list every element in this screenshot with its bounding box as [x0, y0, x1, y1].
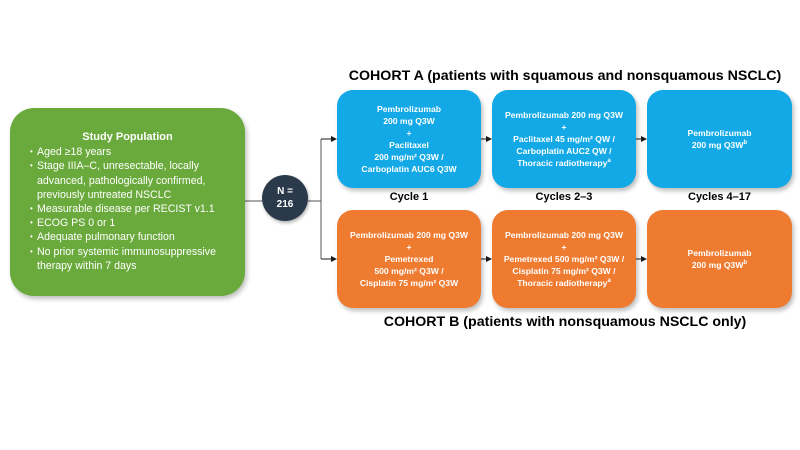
- study-population-title: Study Population: [82, 131, 173, 143]
- regimen-text: 200 mg Q3W: [691, 140, 744, 150]
- criteria-item: Measurable disease per RECIST v1.1: [30, 202, 232, 216]
- footnote-marker: b: [743, 140, 748, 147]
- cohort-b-title: COHORT B (patients with nonsquamous NSCL…: [383, 314, 747, 330]
- cohort-a-cycle2-3-box: Pembrolizumab 200 mg Q3W + Paclitaxel 45…: [492, 90, 636, 188]
- cycle-label-2-3: Cycles 2–3: [535, 191, 593, 203]
- cohort-a-title: COHORT A (patients with squamous and non…: [348, 68, 782, 84]
- cohort-a-cycle4-17-box: Pembrolizumab 200 mg Q3Wb: [647, 90, 792, 188]
- cohort-a-cycle1-box: Pembrolizumab 200 mg Q3W + Paclitaxel 20…: [337, 90, 481, 188]
- regimen-line: Pembrolizumab: [687, 128, 752, 138]
- regimen-line: Pembrolizumab: [377, 104, 441, 114]
- study-population-box: Study Population Aged ≥18 years Stage II…: [10, 108, 245, 296]
- regimen-text: Thoracic radiotherapy: [517, 158, 608, 168]
- regimen-line: Pembrolizumab 200 mg Q3W: [350, 230, 468, 240]
- enrollment-label: N =: [277, 186, 293, 197]
- regimen-line: Carboplatin AUC6 Q3W: [361, 164, 457, 174]
- criteria-item: Stage IIIA–C, unresectable, locally adva…: [30, 159, 227, 202]
- regimen-text: Thoracic radiotherapy: [517, 278, 608, 288]
- criteria-item: Adequate pulmonary function: [30, 230, 232, 244]
- regimen-line: 200 mg/m² Q3W /: [374, 152, 444, 162]
- regimen-text: 200 mg Q3W: [691, 260, 744, 270]
- regimen-line: Pembrolizumab 200 mg Q3W: [505, 110, 623, 120]
- regimen-line: +: [561, 242, 567, 252]
- regimen-line: Pembrolizumab 200 mg Q3W: [505, 230, 623, 240]
- cycle-label-4-17: Cycles 4–17: [688, 191, 751, 203]
- enrollment-value: 216: [276, 199, 294, 210]
- regimen-line: Thoracic radiotherapya: [517, 277, 611, 289]
- footnote-marker: a: [607, 158, 611, 165]
- criteria-item: Aged ≥18 years: [30, 145, 232, 159]
- enrollment-count-oval: N = 216: [262, 175, 308, 221]
- cohort-b-cycle4-17-box: Pembrolizumab 200 mg Q3Wb: [647, 210, 792, 308]
- regimen-line: 200 mg Q3Wb: [692, 259, 747, 271]
- cohort-b-cycle2-3-box: Pembrolizumab 200 mg Q3W + Pemetrexed 50…: [492, 210, 636, 308]
- regimen-line: Carboplatin AUC2 QW /: [516, 146, 612, 156]
- regimen-line: +: [561, 122, 567, 132]
- cohort-b-cycle1-box: Pembrolizumab 200 mg Q3W + Pemetrexed 50…: [337, 210, 481, 308]
- regimen-line: Cisplatin 75 mg/m² Q3W /: [512, 266, 616, 276]
- footnote-marker: a: [607, 278, 611, 285]
- regimen-line: +: [406, 128, 412, 138]
- regimen-line: Pemetrexed 500 mg/m² Q3W /: [503, 254, 625, 264]
- footnote-marker: b: [743, 260, 748, 267]
- regimen-line: Thoracic radiotherapya: [517, 157, 611, 169]
- cycle-label-1: Cycle 1: [389, 191, 429, 203]
- regimen-line: 500 mg/m² Q3W /: [374, 266, 444, 276]
- regimen-line: 200 mg Q3W: [383, 116, 435, 126]
- criteria-item: ECOG PS 0 or 1: [30, 216, 232, 230]
- regimen-line: Paclitaxel: [389, 140, 429, 150]
- regimen-line: 200 mg Q3Wb: [692, 139, 747, 151]
- criteria-list: Aged ≥18 years Stage IIIA–C, unresectabl…: [10, 145, 232, 273]
- regimen-line: Cisplatin 75 mg/m² Q3W: [359, 278, 459, 288]
- criteria-item: No prior systemic immunosuppressive ther…: [30, 245, 232, 273]
- regimen-line: Pembrolizumab: [687, 248, 752, 258]
- regimen-line: Paclitaxel 45 mg/m² QW /: [513, 134, 615, 144]
- regimen-line: Pemetrexed: [384, 254, 434, 264]
- regimen-line: +: [406, 242, 412, 252]
